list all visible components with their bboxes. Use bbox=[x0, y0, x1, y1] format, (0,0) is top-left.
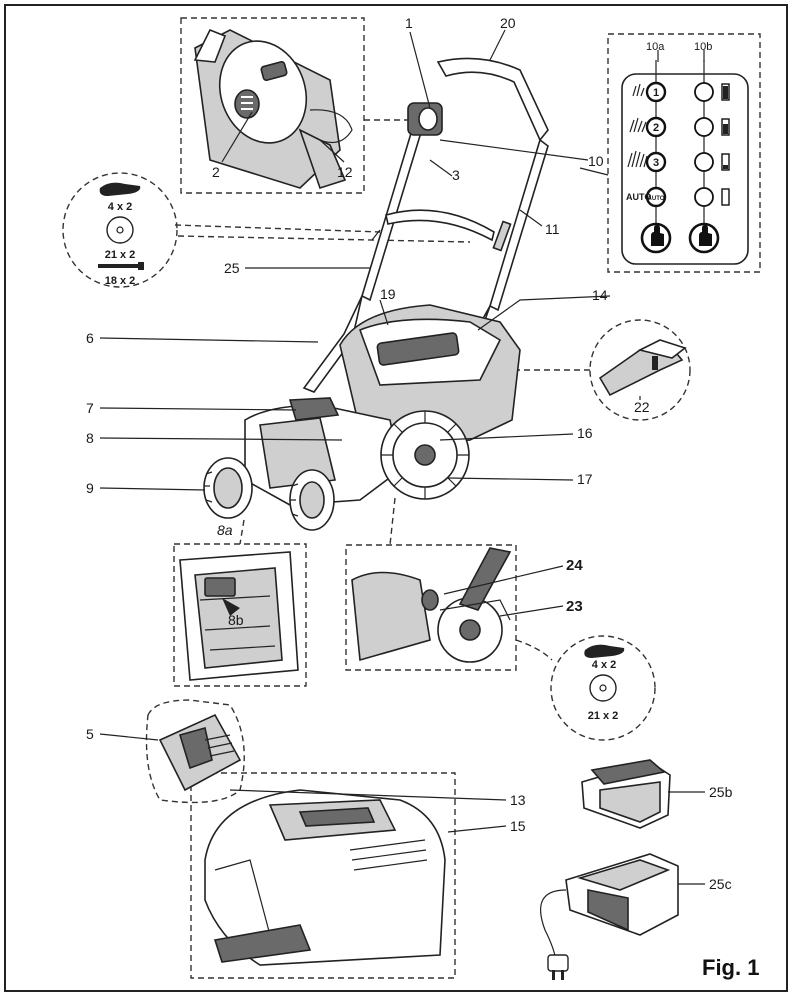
press-finger-icon bbox=[699, 225, 712, 246]
mode-select-button[interactable] bbox=[640, 222, 672, 254]
plug-icon bbox=[547, 954, 569, 972]
battery-level-empty-icon bbox=[721, 188, 730, 206]
callout-10: 10 bbox=[588, 153, 604, 169]
callout-10b: 10b bbox=[694, 41, 712, 53]
callout-2: 2 bbox=[212, 164, 220, 180]
callout-19: 19 bbox=[380, 286, 396, 302]
callout-8b: 8b bbox=[228, 612, 244, 628]
callout-9: 9 bbox=[86, 480, 94, 496]
grass-short-icon bbox=[632, 83, 645, 97]
switch-detail-box bbox=[180, 17, 365, 194]
figure-frame bbox=[4, 4, 788, 992]
grass-long-icon bbox=[627, 150, 648, 168]
hardware-kit-bottom-circle bbox=[550, 635, 656, 741]
connector-height bbox=[389, 497, 396, 546]
height-adjust-lever bbox=[458, 547, 512, 611]
mode-3-button[interactable]: 3 bbox=[645, 151, 667, 173]
callout-11: 11 bbox=[545, 221, 560, 237]
callout-3: 3 bbox=[452, 167, 460, 183]
upper-handle bbox=[436, 57, 549, 142]
callout-24: 24 bbox=[566, 557, 583, 574]
washer-quantity: 21 x 2 bbox=[588, 710, 619, 722]
battery-led-4 bbox=[694, 187, 714, 207]
knob-quantity: 4 x 2 bbox=[108, 201, 132, 213]
mode-1-label: 1 bbox=[653, 87, 659, 99]
callout-14: 14 bbox=[592, 287, 608, 303]
auto-mode-label: AUTO bbox=[626, 192, 651, 202]
height-adjust-illustration bbox=[351, 547, 512, 663]
knob-icon bbox=[99, 182, 141, 196]
grass-bag-illustration bbox=[204, 789, 446, 966]
hardware-kit-bottom: 4 x 2 21 x 2 bbox=[584, 644, 625, 722]
mode-2-button[interactable]: 2 bbox=[645, 116, 667, 138]
connector-battery bbox=[239, 519, 245, 545]
grass-bag-detail-box bbox=[190, 772, 456, 979]
washer-quantity: 21 x 2 bbox=[105, 249, 136, 261]
bolt-quantity: 18 x 2 bbox=[105, 275, 136, 287]
callout-23: 23 bbox=[566, 598, 583, 615]
control-panel: 1 2 3 AUTO AUTO bbox=[621, 60, 749, 265]
bolt-icon bbox=[98, 264, 142, 268]
battery-slot-illustration bbox=[179, 551, 299, 681]
bag-lever-illustration bbox=[158, 713, 242, 792]
callout-17: 17 bbox=[577, 471, 593, 487]
grass-medium-icon bbox=[629, 117, 647, 133]
mulch-plug-circle bbox=[589, 319, 691, 421]
grass-bag-body bbox=[204, 789, 446, 966]
callout-25: 25 bbox=[224, 260, 240, 276]
callout-15: 15 bbox=[510, 818, 526, 834]
battery-led-1 bbox=[694, 82, 714, 102]
callout-20: 20 bbox=[500, 15, 516, 31]
lawn-mower-illustration bbox=[203, 57, 549, 531]
callout-8a: 8a bbox=[217, 522, 233, 538]
mode-2-label: 2 bbox=[653, 122, 659, 134]
callout-6: 6 bbox=[86, 330, 94, 346]
press-finger-icon bbox=[651, 225, 664, 246]
battery-led-2 bbox=[694, 117, 714, 137]
hardware-kit-top: 4 x 2 21 x 2 18 x 2 bbox=[98, 182, 144, 287]
battery-led-3 bbox=[694, 152, 714, 172]
charger-illustration bbox=[540, 853, 679, 980]
mulch-plug-illustration bbox=[598, 339, 687, 397]
callout-12: 12 bbox=[337, 164, 353, 180]
callout-1: 1 bbox=[405, 15, 413, 31]
callout-13: 13 bbox=[510, 792, 526, 808]
control-panel-detail-box bbox=[607, 33, 761, 273]
leader-lines bbox=[99, 29, 705, 885]
callout-8: 8 bbox=[86, 430, 94, 446]
mode-3-label: 3 bbox=[653, 157, 659, 169]
figure-title: Fig. 1 bbox=[702, 955, 759, 980]
mode-1-button[interactable]: 1 bbox=[645, 81, 667, 103]
callout-25b: 25b bbox=[709, 784, 733, 800]
battery-level-low-icon bbox=[721, 153, 730, 171]
lower-handle-crossbar bbox=[385, 209, 495, 242]
callout-7: 7 bbox=[86, 400, 94, 416]
battery-pack-illustration bbox=[581, 759, 671, 829]
knob-icon bbox=[584, 644, 625, 658]
connector-kit-top-a bbox=[174, 224, 381, 233]
battery-terminal bbox=[204, 577, 236, 597]
mode-auto-button[interactable]: AUTO bbox=[645, 186, 667, 208]
battery-check-button[interactable] bbox=[688, 222, 720, 254]
callout-25c: 25c bbox=[709, 876, 732, 892]
callout-16: 16 bbox=[577, 425, 593, 441]
callout-5: 5 bbox=[86, 726, 94, 742]
auto-button-label: AUTO bbox=[648, 196, 665, 202]
knob-quantity: 4 x 2 bbox=[592, 659, 616, 671]
height-adjust-detail-box bbox=[345, 544, 517, 671]
connector-kit-top-b bbox=[177, 235, 471, 243]
switch-assembly-illustration bbox=[193, 28, 353, 190]
callout-10a: 10a bbox=[646, 41, 665, 53]
hardware-kit-top-circle bbox=[62, 172, 178, 288]
connector-kit-bottom bbox=[515, 639, 553, 661]
callout-22: 22 bbox=[634, 399, 650, 415]
